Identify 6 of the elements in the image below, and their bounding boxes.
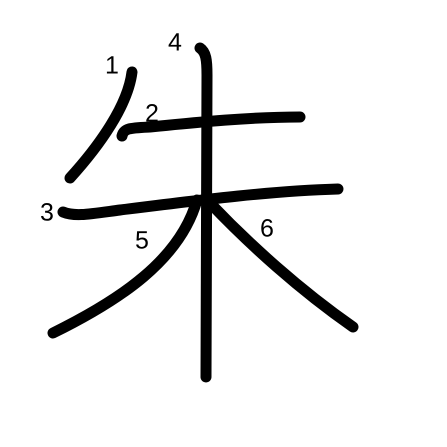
stroke-number: 4 — [168, 34, 182, 52]
stroke-number: 1 — [105, 56, 119, 76]
stroke-number: 2 — [145, 104, 159, 124]
stroke-number: 5 — [135, 232, 149, 250]
stroke-number: 3 — [40, 204, 54, 222]
stroke-number: 6 — [260, 220, 274, 238]
